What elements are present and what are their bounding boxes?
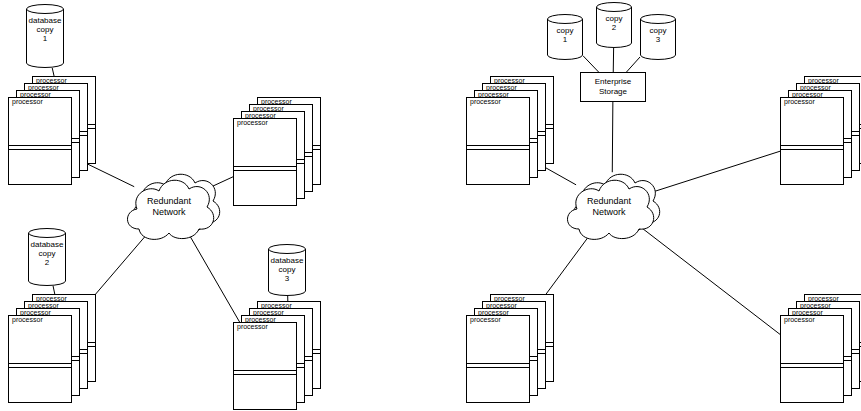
processor-box: processor xyxy=(466,315,530,403)
cylinder-body xyxy=(597,3,632,48)
drawer-band xyxy=(9,363,71,368)
network-link xyxy=(53,286,55,294)
drawer-band xyxy=(234,370,296,375)
node-label: processor xyxy=(781,98,843,105)
node-label: processor xyxy=(781,316,843,323)
network-cloud: Redundant Network xyxy=(559,163,665,247)
network-link xyxy=(627,57,641,72)
cylinder-rim xyxy=(641,19,676,23)
database-cylinder: database copy 2 xyxy=(28,228,66,286)
drawer-band xyxy=(781,145,843,150)
network-link xyxy=(189,235,239,322)
database-cylinder: copy 2 xyxy=(596,2,632,48)
cylinder-rim xyxy=(29,233,66,238)
node-label: database copy 1 xyxy=(26,4,64,43)
node-label: processor xyxy=(467,98,529,105)
node-label: Redundant Network xyxy=(559,192,665,218)
storage-box: Enterprise Storage xyxy=(580,72,646,102)
cylinder-rim xyxy=(597,7,632,11)
node-label: copy 2 xyxy=(596,2,632,32)
database-cylinder: database copy 3 xyxy=(268,244,306,296)
network-link xyxy=(612,102,614,172)
drawer-band xyxy=(234,166,296,171)
cylinder-body xyxy=(27,5,64,68)
cylinder-rim xyxy=(269,249,306,254)
node-label: processor xyxy=(9,98,71,105)
drawer-band xyxy=(9,145,71,150)
processor-box: processor xyxy=(233,322,297,410)
cylinder-body xyxy=(29,229,66,286)
network-link xyxy=(613,48,614,72)
cylinder-body xyxy=(641,15,676,60)
database-cylinder: copy 3 xyxy=(640,14,676,60)
processor-box: processor xyxy=(8,97,72,185)
processor-box: processor xyxy=(466,97,530,185)
network-link xyxy=(583,56,599,72)
node-label: processor xyxy=(234,323,296,330)
processor-box: processor xyxy=(780,97,844,185)
node-label: Enterprise Storage xyxy=(585,77,641,97)
network-link xyxy=(52,68,54,76)
drawer-band xyxy=(467,363,529,368)
node-label: processor xyxy=(9,316,71,323)
node-label: database copy 2 xyxy=(28,228,66,267)
node-label: database copy 3 xyxy=(268,244,306,283)
network-cloud: Redundant Network xyxy=(119,163,225,247)
database-cylinder: copy 1 xyxy=(547,14,583,60)
cylinder-rim xyxy=(548,19,583,23)
database-cylinder: database copy 1 xyxy=(26,4,64,68)
cylinder-body xyxy=(548,15,583,60)
node-label: Redundant Network xyxy=(119,192,225,218)
network-link xyxy=(654,151,780,191)
node-label: processor xyxy=(467,316,529,323)
network-link xyxy=(210,177,233,187)
processor-box: processor xyxy=(233,118,297,206)
node-label: processor xyxy=(234,119,296,126)
processor-box: processor xyxy=(8,315,72,403)
cylinder-rim xyxy=(27,9,64,14)
network-link xyxy=(643,229,780,334)
drawer-band xyxy=(467,145,529,150)
cylinder-body xyxy=(269,245,306,296)
node-label: copy 1 xyxy=(547,14,583,44)
processor-box: processor xyxy=(780,315,844,403)
drawer-band xyxy=(781,363,843,368)
node-label: copy 3 xyxy=(640,14,676,44)
